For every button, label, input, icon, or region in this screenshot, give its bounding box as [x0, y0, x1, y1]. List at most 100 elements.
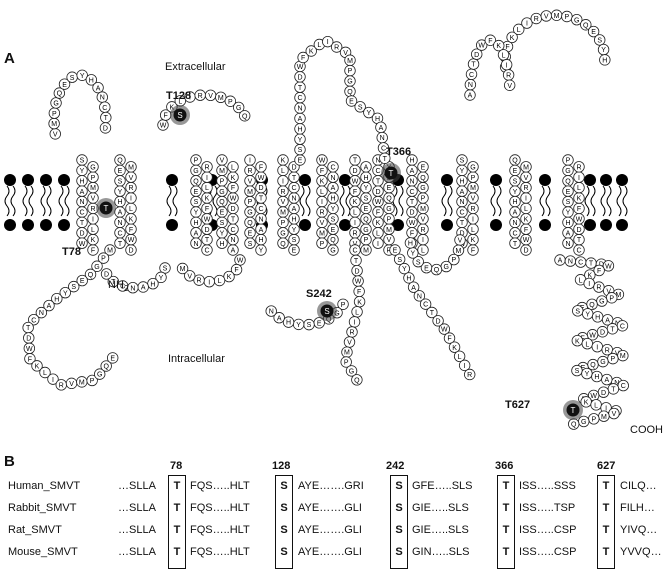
- residue-627: T: [602, 480, 610, 492]
- residue-letter: K: [281, 158, 286, 165]
- residue-letter: T: [26, 325, 31, 332]
- residue-letter: L: [458, 354, 462, 361]
- seq-segment-3: GIN…..SLS: [412, 546, 470, 558]
- seq-prefix: …SLLA: [118, 480, 156, 492]
- residue-letter: R: [128, 185, 133, 192]
- residue-letter: A: [47, 303, 52, 310]
- residue-letter: S: [80, 158, 85, 165]
- residue-letter: T: [410, 199, 415, 206]
- residue-letter: E: [393, 248, 398, 255]
- lipid-tail: [616, 185, 622, 217]
- column-box-242: [390, 475, 408, 569]
- lipid-head: [616, 219, 628, 231]
- lipid-head: [40, 174, 52, 186]
- residue-letter: R: [470, 206, 475, 213]
- residue-circle: [426, 306, 438, 319]
- lipid-head: [392, 219, 404, 231]
- residue-letter: R: [352, 230, 357, 237]
- residue-letter: V: [320, 220, 325, 227]
- residue-letter: D: [79, 230, 84, 237]
- residue-circle: [398, 262, 411, 275]
- residue-circle: [345, 365, 358, 377]
- residue-circle: [100, 268, 113, 280]
- seq-segment-1: FQS…..HLT: [190, 524, 250, 536]
- residue-letter: G: [330, 248, 335, 255]
- residue-letter: P: [421, 196, 426, 203]
- residue-letter: P: [609, 295, 614, 302]
- residue-letter: R: [204, 164, 209, 171]
- residue-circle: [193, 274, 205, 286]
- residue-circle: [354, 101, 366, 113]
- residue-letter: L: [471, 227, 475, 234]
- residue-letter: C: [423, 302, 428, 309]
- residue-letter: F: [164, 113, 168, 120]
- residue-letter: P: [566, 158, 571, 165]
- residue-letter: Q: [420, 175, 426, 182]
- residue-letter: K: [587, 273, 592, 280]
- residue-letter: G: [90, 164, 95, 171]
- residue-letter: R: [506, 73, 511, 80]
- residue-letter: V: [69, 381, 74, 388]
- residue-letter: I: [92, 216, 94, 223]
- residue-circle: [227, 161, 239, 173]
- residue-circle: [493, 39, 505, 52]
- residue-letter: C: [79, 210, 84, 217]
- residue-letter: D: [297, 74, 302, 81]
- residue-letter: P: [194, 158, 199, 165]
- residue-letter: F: [488, 38, 492, 45]
- residue-circle: [58, 78, 71, 90]
- residue-letter: V: [458, 238, 463, 245]
- residue-letter: V: [187, 273, 192, 280]
- residue-letter: W: [230, 196, 237, 203]
- residue-letter: F: [447, 336, 451, 343]
- residue-letter: G: [53, 101, 58, 108]
- residue-circle: [100, 360, 112, 372]
- residue-78: T: [173, 524, 181, 536]
- residue-366: T: [502, 502, 510, 514]
- residue-circle: [562, 237, 574, 249]
- residue-circle: [419, 298, 432, 310]
- residue-letter: I: [321, 199, 323, 206]
- residue-letter: T: [111, 279, 116, 286]
- position-627: 627: [597, 460, 616, 472]
- residue-letter: L: [524, 206, 528, 213]
- residue-circle: [412, 255, 424, 268]
- residue-letter: E: [349, 99, 354, 106]
- residue-242: S: [395, 502, 403, 514]
- residue-letter: L: [91, 227, 95, 234]
- residue-letter: C: [459, 210, 464, 217]
- residue-circle: [467, 161, 479, 173]
- residue-circle: [458, 359, 471, 372]
- lipid-head: [441, 219, 453, 231]
- residue-circle: [76, 274, 88, 287]
- residue-letter: H: [89, 77, 94, 84]
- residue-letter: E: [513, 168, 518, 175]
- residue-letter: D: [104, 272, 109, 279]
- residue-letter: I: [422, 237, 424, 244]
- residue-letter: A: [605, 317, 610, 324]
- residue-circle: [238, 110, 251, 122]
- residue-letter: F: [259, 164, 263, 171]
- residue-letter: C: [31, 317, 36, 324]
- residue-letter: P: [281, 220, 286, 227]
- residue-letter: R: [596, 285, 601, 292]
- residue-letter: C: [258, 206, 263, 213]
- residue-letter: A: [460, 189, 465, 196]
- residue-letter: V: [91, 196, 96, 203]
- residue-letter: L: [577, 185, 581, 192]
- residue-letter: T: [610, 326, 615, 333]
- residue-letter: M: [180, 266, 186, 273]
- residue-letter: T: [104, 115, 109, 122]
- residue-letter: K: [205, 196, 210, 203]
- residue-letter: P: [228, 99, 233, 106]
- residue-letter: Y: [410, 251, 415, 258]
- lipid-head: [299, 174, 311, 186]
- residue-128: S: [280, 480, 288, 492]
- residue-letter: T: [376, 178, 381, 185]
- residue-letter: V: [129, 175, 134, 182]
- residue-letter: I: [578, 175, 580, 182]
- residue-circle: [244, 237, 256, 249]
- residue-letter: Q: [363, 216, 369, 223]
- residue-circle: [330, 41, 343, 53]
- residue-letter: T: [80, 220, 85, 227]
